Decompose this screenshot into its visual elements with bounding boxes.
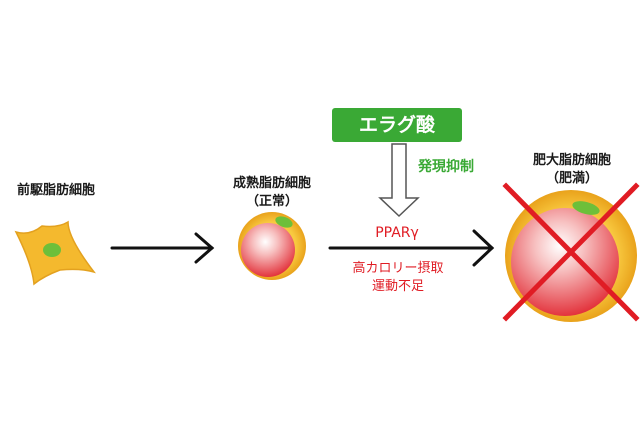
mature-adipocyte-cell [238, 212, 306, 280]
cause-line2: 運動不足 [371, 279, 424, 294]
ellagic-acid-box: エラグ酸 [332, 108, 462, 142]
hypertrophic-label-line2: （肥満） [545, 171, 598, 186]
preadipocyte-label: 前駆脂肪細胞 [16, 183, 95, 198]
preadipocyte-nucleus [43, 243, 61, 257]
suppression-label: 発現抑制 [418, 159, 474, 175]
hypertrophic-label-line1: 肥大脂肪細胞 [532, 153, 611, 168]
mature-label-line1: 成熟脂肪細胞 [232, 176, 311, 191]
preadipocyte-cell [14, 220, 96, 286]
cross-mark [502, 182, 640, 322]
arrow-1 [110, 232, 215, 264]
hypertrophic-nucleus [572, 201, 600, 215]
mature-label-line2: （正常） [245, 194, 298, 209]
ppar-label: PPARγ [375, 225, 419, 241]
arrow-2 [328, 229, 495, 267]
mature-nucleus [275, 216, 293, 228]
suppression-arrow [378, 143, 420, 218]
cause-line1: 高カロリー摂取 [352, 261, 444, 276]
